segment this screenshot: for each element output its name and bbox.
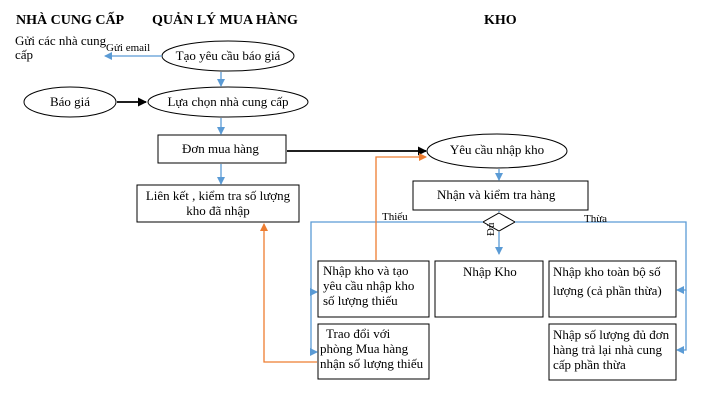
text-receipt-request: Yêu cầu nhập kho [449,142,545,157]
node-receive-all-surplus [548,260,677,318]
text-receive-all-surplus-line-1: Nhập kho toàn bộ số [553,264,661,279]
node-receive-check [412,180,589,211]
text-link-check: Liên kết , kiểm tra số lượng kho đã nhập [137,188,299,218]
header-supplier: NHÀ CUNG CẤP [16,13,125,28]
node-receipt-request [426,133,568,169]
node-receive-return-surplus [548,323,677,381]
label-enough: Đủ [485,222,497,236]
text-receive-return-surplus-line-1: Nhập số lượng đủ đơn [553,327,670,342]
text-receive-all-surplus-line-2: lượng (cả phần thừa) [553,283,662,298]
text-discuss-purchasing-line-1: Trao đổi với [326,326,391,341]
text-choose-supplier: Lựa chọn nhà cung cấp [167,94,289,109]
text-discuss-purchasing-line-3: nhận số lượng thiếu [320,356,424,371]
node-quote [23,86,117,118]
text-receive-return-surplus-line-2: hàng trả lại nhà cung [553,342,663,357]
header-purchasing: QUẢN LÝ MUA HÀNG [152,13,298,28]
arrow-surplus [515,221,687,294]
arrow-shortage [310,221,483,296]
text-receive-request-shortage: Nhập kho và tạo yêu cầu nhập kho số lượn… [323,263,414,308]
text-link-check-line-1: Liên kết , kiểm tra số lượng [145,188,291,203]
text-create-quote-request: Tạo yêu cầu báo giá [175,48,281,63]
text-receive-check: Nhận và kiểm tra hàng [437,187,556,202]
supplier-note-line-1: Gửi các nhà cung [15,33,107,48]
arrow-orange-shortage-request [375,153,427,260]
node-discuss-purchasing [317,323,430,380]
node-receive-stock [434,260,544,318]
text-receive-return-surplus-line-3: cấp phần thừa [553,357,626,372]
text-receive-all-surplus: Nhập kho toàn bộ số lượng (cả phần thừa) [553,264,662,298]
arrow-surplus-return [676,290,687,354]
node-purchase-order [157,134,287,164]
text-receive-stock: Nhập Kho [463,264,517,279]
text-receive-return-surplus: Nhập số lượng đủ đơn hàng trả lại nhà cu… [553,327,669,372]
arrow-orange-link [260,223,317,363]
text-receive-request-shortage-line-1: Nhập kho và tạo [323,263,409,278]
text-receive-request-shortage-line-2: yêu cầu nhập kho [323,278,415,293]
text-receive-request-shortage-line-3: số lượng thiếu [323,293,398,308]
text-discuss-purchasing-line-2: phòng Mua hàng [320,341,409,356]
header-warehouse: KHO [484,13,517,28]
node-receive-request-shortage [317,260,430,318]
text-quote: Báo giá [49,94,91,109]
label-surplus: Thừa [584,213,608,225]
arrow-shortage-discuss [310,292,318,356]
text-purchase-order: Đơn mua hàng [182,141,259,156]
node-link-check [136,184,300,223]
label-send-email: Gửi email [106,42,151,54]
text-discuss-purchasing: Trao đổi với phòng Mua hàng nhận số lượn… [320,326,423,371]
label-shortage: Thiếu [382,211,408,223]
supplier-note-line-2: cấp [15,47,34,62]
node-choose-supplier [147,86,309,118]
decision-diamond [481,212,517,232]
text-link-check-line-2: kho đã nhập [186,203,250,218]
